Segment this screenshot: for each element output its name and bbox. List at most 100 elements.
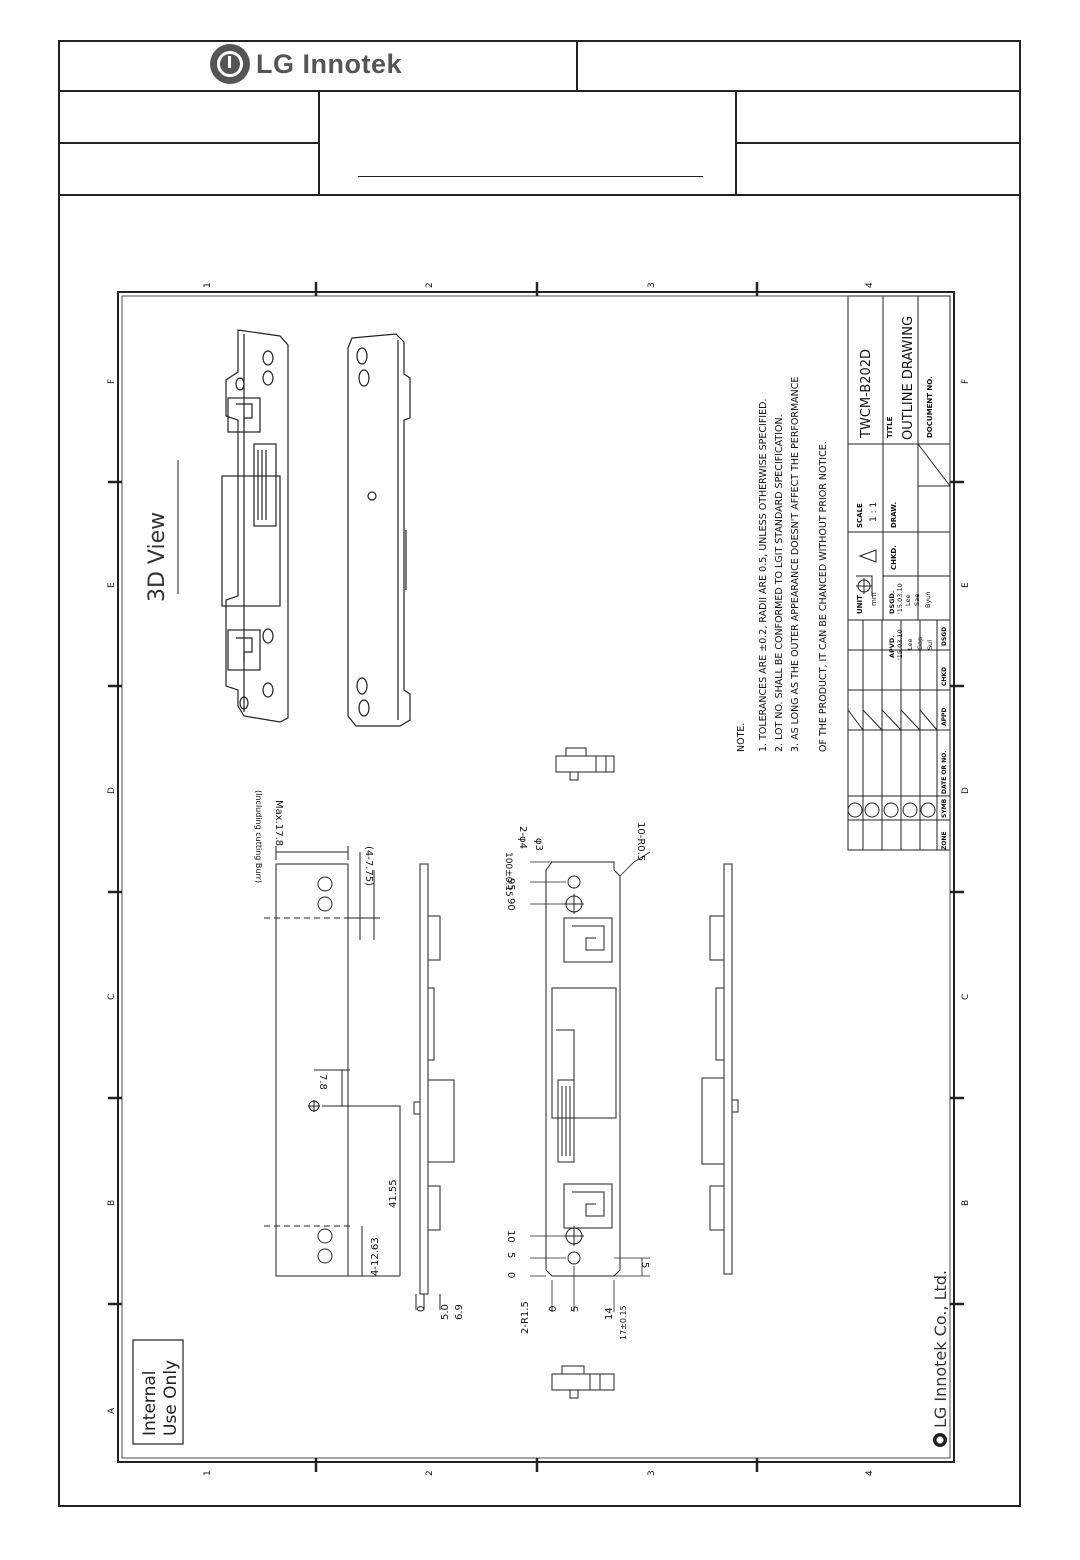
apvd-name: Gap (916, 637, 924, 650)
header-col-divider (576, 40, 578, 91)
unit-value: mm (870, 592, 878, 606)
dim-label: 41.55 (388, 1179, 399, 1208)
dsgd-name: Sae (913, 594, 921, 606)
end-view-bottom (551, 1365, 615, 1399)
end-view-top (555, 747, 615, 781)
lg-logo-icon (210, 44, 250, 84)
zone-row-label: A (107, 1407, 117, 1414)
rev-header: SYMB (941, 798, 948, 818)
notes-block: NOTE. 1. TOLERANCES ARE ±0.2, RADII ARE … (736, 377, 829, 752)
note-line: 3. AS LONG AS THE OUTER APPEARANCE DOESN… (790, 377, 801, 752)
apvd-label: APVD. (888, 635, 896, 658)
apvd-date: '15.03.10 (896, 629, 904, 660)
drawing-sheet (58, 40, 1021, 1507)
dim-label: 17±0.15 (619, 1305, 628, 1340)
company-logo: LG Innotek (210, 42, 402, 86)
zone-col-label: 4 (865, 282, 875, 288)
dim-label: 14 (604, 1307, 615, 1320)
zone-col-label: 1 (203, 1470, 213, 1476)
dim-label: 0 (505, 1272, 516, 1278)
internal-stamp-box (132, 1339, 184, 1445)
zone-col-label: 2 (425, 1470, 435, 1476)
footer-company-name: LG Innotek Co., Ltd. (931, 1270, 950, 1428)
header-col-divider (318, 90, 320, 195)
zone-row-label: F (107, 379, 117, 384)
stamp-line: Internal (140, 1370, 160, 1436)
dsgd-date: '15.03.10 (896, 583, 904, 614)
dim-label: 7.8 (317, 1074, 328, 1090)
note-line: 1. TOLERANCES ARE ±0.2, RADII ARE 0.5, U… (758, 399, 769, 752)
dim-label: 2-R1.5 (520, 1301, 531, 1334)
title-block-text: TWCM-B202D TITLE OUTLINE DRAWING DOCUMEN… (856, 316, 948, 850)
side-view-left (264, 846, 401, 1277)
dim-label: 0 (548, 1306, 559, 1312)
notes-heading: NOTE. (736, 723, 747, 752)
3d-view-part-front (221, 329, 289, 723)
dim-label: (Including cutting Burr) (254, 790, 263, 883)
profile-view-right (701, 863, 739, 1275)
header-divider-right (735, 142, 1021, 144)
dim-label: 100±0.15 (503, 852, 513, 897)
rev-header: DSGD (941, 627, 948, 646)
scale-label: SCALE (856, 503, 864, 528)
draw-label: DRAW. (890, 502, 898, 528)
dim-label: (4-7.75) (363, 846, 374, 886)
dim-label: 10-R0.5 (635, 822, 646, 861)
footer-company: LG Innotek Co., Ltd. (931, 1270, 950, 1447)
dsgd-name: Byun (924, 591, 932, 608)
stamp-line: Use Only (161, 1360, 181, 1436)
zone-row-label: B (961, 1200, 971, 1206)
zone-col-label: 2 (425, 282, 435, 288)
top-view-center (545, 861, 621, 1277)
top-view-dimensions (530, 851, 651, 1312)
zone-col-label: 3 (647, 1470, 657, 1476)
zone-col-label: 1 (203, 282, 213, 288)
dim-label: 6.9 (454, 1304, 465, 1320)
dimension-labels: (Including cutting Burr) Max.17.8 (4-7.7… (254, 790, 650, 1340)
zone-row-label: D (961, 787, 971, 794)
zone-row-label: E (107, 582, 117, 588)
rev-header: APPD (941, 708, 948, 726)
dim-label: φ3 (533, 838, 544, 851)
zone-col-label: 3 (647, 282, 657, 288)
dim-label: 5.0 (440, 1304, 451, 1320)
apvd-name: Lee (906, 638, 914, 650)
model-number: TWCM-B202D (859, 349, 874, 439)
profile-view-left (413, 863, 455, 1310)
header-bottom (58, 194, 1021, 196)
internal-stamp: Internal Use Only (140, 1360, 181, 1436)
dim-label: 10 (505, 1230, 516, 1243)
dim-label: 4-12.63 (370, 1237, 381, 1276)
dsgd-name: Lee (904, 594, 912, 606)
apvd-name: Sul (926, 640, 934, 650)
header-underline (358, 176, 703, 177)
zone-labels: 1 2 3 4 1 2 3 4 A B C D E F B C D E F (107, 282, 971, 1476)
drawing-title: OUTLINE DRAWING (901, 316, 916, 440)
zone-row-label: C (961, 994, 971, 1000)
dim-label: 95 (505, 878, 516, 891)
zone-row-label: B (107, 1200, 117, 1206)
dim-label: 0 (416, 1306, 427, 1312)
zone-col-label: 4 (865, 1470, 875, 1476)
chkd-label: CHKD. (890, 545, 898, 570)
view-label: 3D View (145, 512, 170, 602)
note-line: 2. LOT NO. SHALL BE CONFORMED TO LGIT ST… (774, 414, 785, 752)
dim-label: 90 (505, 898, 516, 911)
header-col-divider (735, 90, 737, 195)
header-divider-left (58, 142, 318, 144)
dim-label: Max.17.8 (273, 800, 284, 846)
rev-header: ZONE (941, 831, 948, 850)
unit-label: UNIT (856, 595, 864, 614)
zone-row-label: F (961, 379, 971, 384)
3d-view-part-back (347, 333, 411, 727)
rev-header: DATE OR NO. (941, 750, 948, 794)
zone-row-label: E (961, 582, 971, 588)
note-line: OF THE PRODUCT, IT CAN BE CHANCED WITHOU… (818, 441, 829, 752)
zone-row-label: D (107, 787, 117, 794)
dsgd-label: DSGD. (888, 591, 896, 614)
title-label: TITLE (886, 416, 894, 438)
company-name: LG Innotek (256, 48, 402, 79)
zone-row-label: C (107, 994, 117, 1000)
document-label: DOCUMENT NO. (926, 376, 934, 438)
